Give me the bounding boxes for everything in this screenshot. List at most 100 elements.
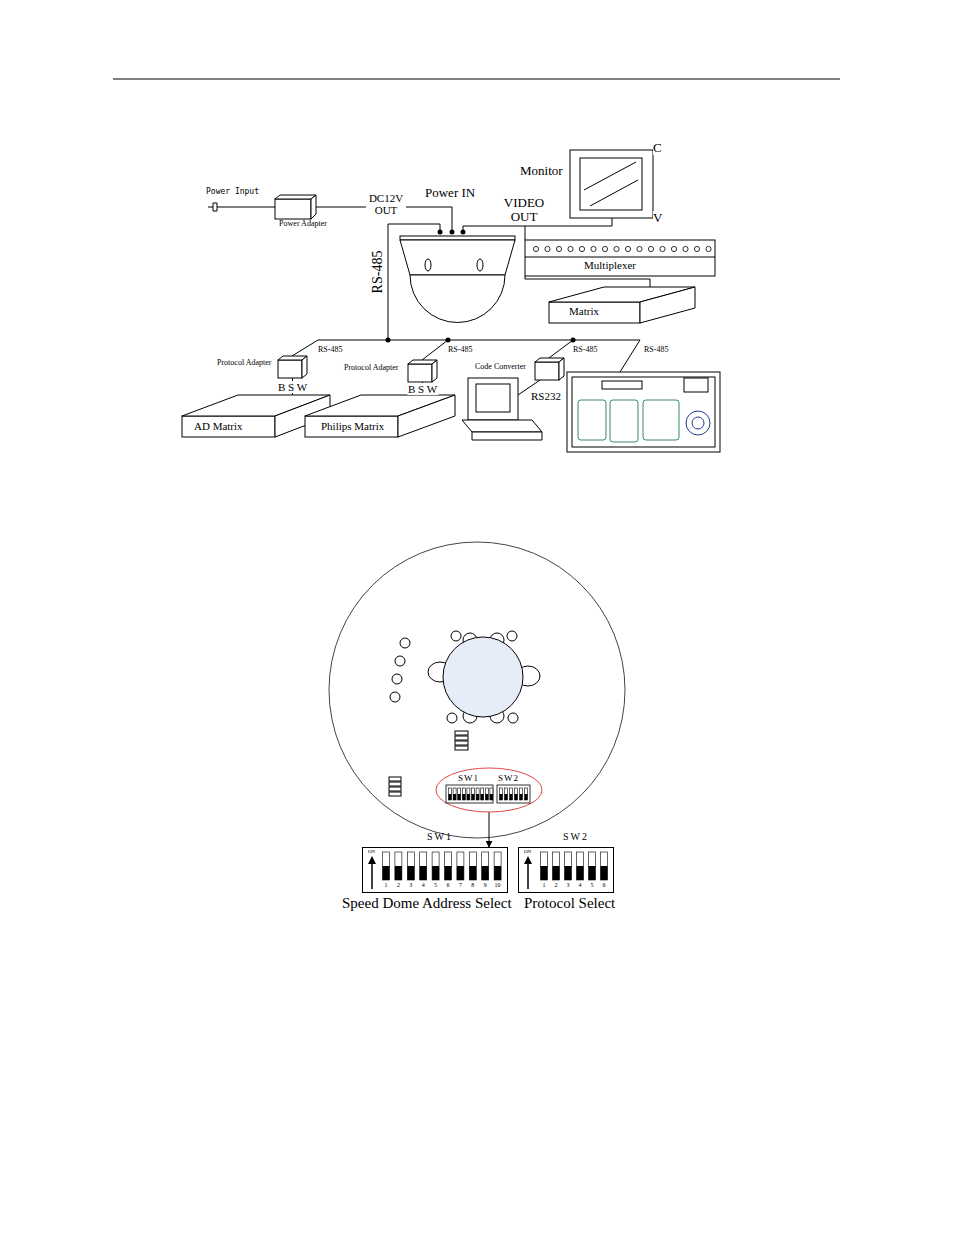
switch-number: 1 — [543, 882, 546, 889]
signal-label: DC12V OUT — [366, 193, 406, 216]
screw-hole — [447, 713, 457, 723]
connector-pin — [455, 736, 468, 740]
switch-toggle — [476, 794, 479, 800]
keyboard-group — [610, 400, 638, 442]
matrix-front — [305, 416, 398, 437]
switch-slot — [457, 852, 464, 880]
switch-toggle — [432, 866, 439, 880]
switch-number: 2 — [555, 882, 558, 889]
socket — [625, 246, 630, 251]
center-hub — [443, 637, 523, 717]
switch-toggle — [577, 866, 584, 880]
multiplexer-panel — [525, 257, 715, 258]
switch-number: 4 — [579, 882, 582, 889]
joystick — [692, 417, 704, 429]
switch-slot — [383, 852, 390, 880]
screw-hole — [508, 713, 518, 723]
switch-slot — [467, 788, 470, 800]
socket — [706, 246, 711, 251]
switch-graphic — [518, 847, 614, 893]
switch-toggle — [553, 866, 560, 880]
switch-toggle — [453, 794, 456, 800]
socket — [591, 246, 596, 251]
switch-slot — [601, 852, 608, 880]
screw-hole — [390, 692, 400, 702]
socket — [614, 246, 619, 251]
switch-number: 6 — [447, 882, 450, 889]
signal-label: RS-485 — [318, 346, 342, 354]
switch-toggle — [467, 794, 470, 800]
socket — [683, 246, 688, 251]
signal-label: VIDEO OUT — [499, 196, 549, 223]
switch-slot — [553, 852, 560, 880]
dome-rim — [400, 236, 515, 240]
socket — [637, 246, 642, 251]
switch-number: 4 — [422, 882, 425, 889]
switch-toggle — [481, 794, 484, 800]
switch-toggle — [472, 794, 475, 800]
switch-slot — [577, 852, 584, 880]
junction-dot — [571, 338, 576, 343]
socket — [556, 246, 561, 251]
switch-housing — [519, 848, 614, 893]
terminal-dot — [450, 230, 455, 235]
node-label: Protocol Adapter — [344, 364, 398, 373]
switch-number: 6 — [603, 882, 606, 889]
signal-label: RS-485 — [644, 346, 668, 354]
socket — [671, 246, 676, 251]
node-label: SW2 — [498, 774, 519, 784]
switch-toggle — [505, 794, 508, 800]
connector-block — [389, 777, 401, 796]
caption: Speed Dome Address Select — [342, 896, 512, 912]
matrix-side — [640, 287, 695, 323]
matrix-side — [398, 395, 455, 437]
switch-toggle — [445, 866, 452, 880]
caption: Protocol Select — [524, 896, 615, 912]
switch-toggle — [601, 866, 608, 880]
connector-block — [455, 731, 468, 750]
switch-number: 1 — [385, 882, 388, 889]
matrix-box: Philips Matrix — [305, 395, 460, 437]
switch-slot — [407, 852, 414, 880]
bus-branch — [292, 340, 318, 356]
switch-slot — [458, 788, 461, 800]
on-arrow — [527, 861, 529, 889]
screw-hole — [395, 656, 405, 666]
signal-label: C — [653, 141, 662, 155]
node-label: ON — [368, 849, 375, 855]
switch-housing — [363, 848, 508, 893]
switch-toggle — [510, 794, 513, 800]
connector-pin — [455, 731, 468, 735]
connector-pin — [455, 746, 468, 750]
dome-base-board — [329, 542, 625, 838]
connector-pin — [389, 777, 401, 781]
on-arrow-head — [524, 856, 532, 864]
keyboard-keys — [684, 378, 708, 392]
switch-number: 7 — [459, 882, 462, 889]
multiplexer: Multiplexer — [525, 240, 715, 276]
signal-label: RS232 — [531, 391, 561, 403]
bus-branch — [620, 340, 640, 372]
rs485-bus — [318, 340, 640, 341]
socket — [579, 246, 584, 251]
switch-toggle — [457, 866, 464, 880]
switch-toggle — [515, 794, 518, 800]
switch-slot — [515, 788, 518, 800]
highlight-ellipse — [436, 768, 542, 812]
switch-toggle — [520, 794, 523, 800]
signal-label: Power Input — [206, 188, 259, 196]
socket — [602, 246, 607, 251]
wiring — [113, 79, 840, 395]
laptop-base — [462, 420, 542, 432]
screw-hole — [400, 638, 410, 648]
power-adapter: Power Adapter — [275, 195, 316, 219]
board — [329, 542, 625, 838]
dome-slot — [477, 259, 483, 271]
switch-toggle — [462, 794, 465, 800]
switch-number: 5 — [434, 882, 437, 889]
switch-number: 3 — [409, 882, 412, 889]
switch-toggle — [494, 866, 501, 880]
adapter-top — [275, 195, 316, 199]
